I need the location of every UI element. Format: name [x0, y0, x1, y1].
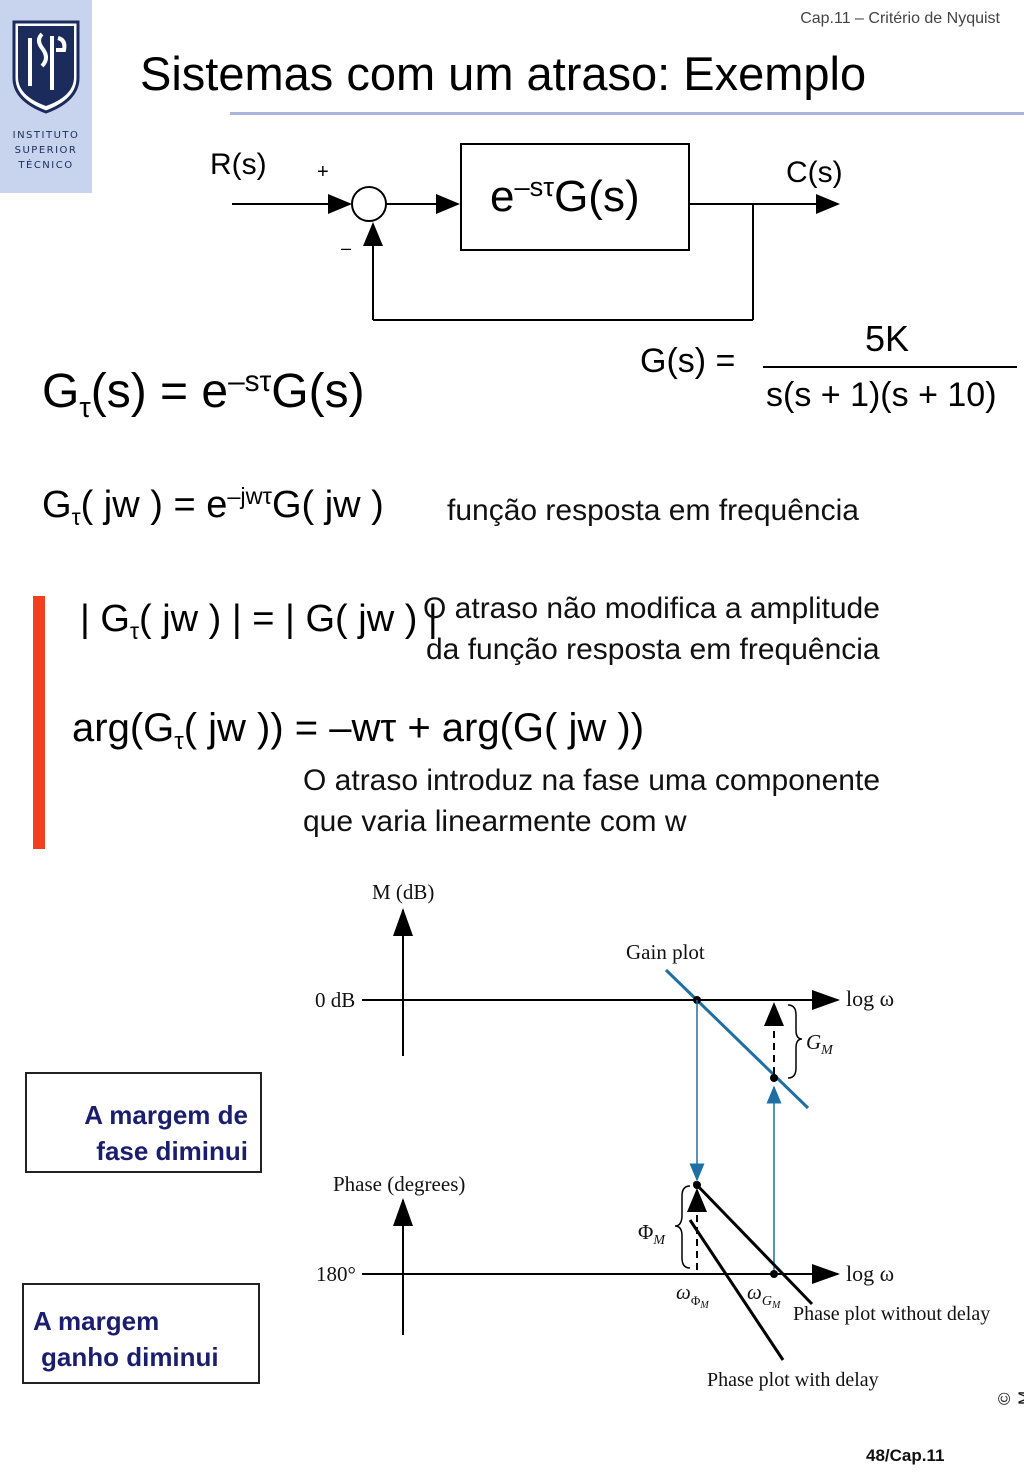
summing-junction [351, 186, 387, 222]
freq-response-text: função resposta em frequência [447, 494, 859, 527]
block-e: e [490, 172, 515, 221]
phase-margin-line-1: A margem de [84, 1100, 248, 1130]
minus-sign: – [341, 238, 352, 258]
phase-plot-without-delay [692, 1180, 814, 1306]
g-def-numerator: 5K [865, 318, 910, 359]
block-exponent: –sτ [514, 171, 555, 202]
phase-note-line-1: O atraso introduz na fase uma componente [303, 764, 881, 797]
gtau-s-equation: Gτ(s) = e–sτG(s) [42, 364, 365, 425]
magnitude-equation: | Gτ( jw ) | = | G( jw ) | [80, 598, 438, 644]
logo-line-2: SUPERIOR [14, 145, 78, 156]
g-def-denominator: s(s + 1)(s + 10) [766, 376, 997, 414]
g-def-lhs: G(s) = [640, 342, 736, 380]
ist-logo: INSTITUTO SUPERIOR TÉCNICO [0, 0, 92, 193]
phase-margin-box-text: A margem de fase diminui [84, 1097, 248, 1169]
log-omega-top-label: log ω [846, 986, 895, 1011]
omega-g-letter: ω [747, 1280, 762, 1304]
highlight-bar [33, 596, 45, 849]
gain-margin-box: A margem ganho diminui [22, 1283, 260, 1384]
copyright: © M. [995, 1386, 1024, 1405]
omega-g-sub2: M [771, 1300, 781, 1311]
omega-phi-sub2: M [700, 1300, 709, 1311]
output-label: C(s) [786, 156, 843, 189]
gain-margin-box-text: A margem ganho diminui [33, 1303, 219, 1375]
gtau-jw-body: ( jw ) = e [80, 484, 228, 526]
page-number: 48/Cap.11 [866, 1446, 945, 1465]
phase-with-delay-label: Phase plot with delay [707, 1369, 879, 1391]
gm-label: GM [806, 1030, 833, 1058]
page-title: Sistemas com um atraso: Exemplo [140, 47, 867, 100]
phase-without-delay-label: Phase plot without delay [793, 1303, 991, 1325]
omega-phi-label: ωΦM [676, 1280, 709, 1311]
ist-shield-icon [12, 20, 80, 114]
omega-phi-letter: ω [676, 1280, 691, 1304]
input-label: R(s) [210, 148, 267, 181]
gtau-jw-exponent: –jwτ [227, 483, 272, 510]
phi-subscript: M [653, 1233, 666, 1248]
plant-block [460, 143, 690, 251]
phase-crossover-point [770, 1270, 778, 1278]
omega-g-label: ωGM [747, 1280, 780, 1311]
logo-line-1: INSTITUTO [12, 130, 80, 141]
deg-180-label: 180° [316, 1262, 356, 1286]
plus-sign: + [317, 161, 329, 183]
gtau-jw-equation: Gτ( jw ) = e–jwτG( jw ) [42, 483, 384, 530]
block-transfer-function: e–sτG(s) [490, 171, 640, 222]
gm-letter: G [806, 1030, 822, 1054]
gtau-s-tail: G(s) [271, 365, 365, 418]
logo-line-3: TÉCNICO [18, 160, 74, 171]
zero-db-label: 0 dB [315, 988, 356, 1012]
block-g: G(s) [554, 172, 640, 221]
phase-margin-box: A margem de fase diminui [25, 1072, 262, 1173]
phase-equation: arg(Gτ( jw )) = –wτ + arg(G( jw )) [72, 706, 645, 756]
phi-letter: Φ [638, 1220, 654, 1244]
phase-equation-left: arg(G [72, 706, 175, 750]
gtau-jw-tail: G( jw ) [271, 484, 384, 526]
phase-plot-with-delay [688, 1219, 785, 1361]
amplitude-note-line-2: da função resposta em frequência [426, 633, 880, 666]
phase-axis-label: Phase (degrees) [333, 1172, 466, 1196]
gtau-s-exponent: –sτ [228, 364, 272, 398]
log-omega-bottom-label: log ω [846, 1261, 895, 1286]
phase-margin-line-2: fase diminui [96, 1136, 248, 1166]
gain-plot-line [664, 968, 810, 1110]
bode-diagram [362, 908, 840, 1361]
title-underline [230, 112, 1024, 115]
phase-margin-point [693, 1181, 701, 1189]
phi-m-label: ΦM [638, 1220, 666, 1248]
amplitude-note-line-1: O atraso não modifica a amplitude [423, 592, 880, 625]
block-diagram [232, 143, 840, 321]
gain-plot-label: Gain plot [626, 940, 705, 964]
fraction-bar [763, 366, 1017, 368]
gain-margin-line-2: ganho diminui [41, 1342, 219, 1372]
phase-equation-right: ( jw )) = –wτ + arg(G( jw )) [183, 706, 645, 750]
magnitude-equation-right: ( jw ) | = | G( jw ) | [139, 598, 438, 640]
gtau-s-body: (s) = e [90, 365, 229, 418]
m-axis-label: M (dB) [372, 880, 435, 904]
gain-margin-brace [787, 1004, 803, 1079]
omega-phi-sub: Φ [690, 1293, 701, 1308]
chapter-note: Cap.11 – Critério de Nyquist [800, 10, 1000, 27]
phase-margin-brace [674, 1185, 691, 1269]
gm-subscript: M [821, 1043, 833, 1058]
gain-margin-line-1: A margem [33, 1306, 160, 1336]
phase-note-line-2: que varia linearmente com w [303, 805, 687, 838]
gain-at-phase-crossover-point [770, 1074, 778, 1082]
omega-g-sub: G [761, 1294, 772, 1309]
